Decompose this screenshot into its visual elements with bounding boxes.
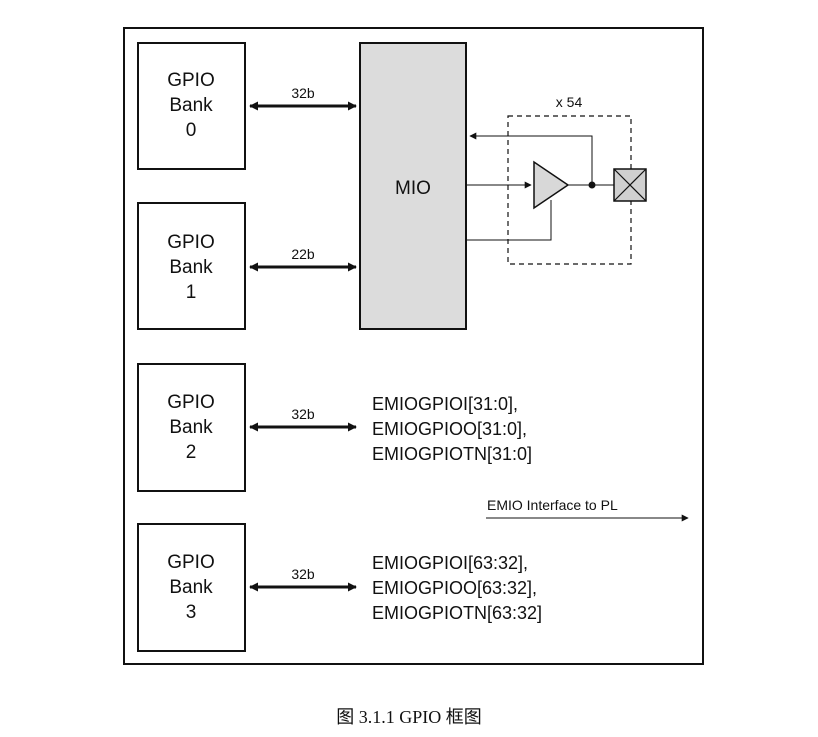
gpio-bank-1: GPIO Bank 1	[137, 202, 246, 330]
bank-3-signal-o: EMIOGPIOO[63:32],	[372, 578, 537, 598]
bank-label-line3: 0	[186, 120, 197, 141]
bank-box	[137, 42, 246, 170]
bank-label-line1: GPIO	[167, 392, 215, 413]
bank-0-bus-width-label: 32b	[291, 85, 315, 101]
outer-frame	[123, 27, 704, 665]
bank-label-line1: GPIO	[167, 552, 215, 573]
bank-label-line1: GPIO	[167, 70, 215, 91]
bank-label-line2: Bank	[169, 417, 213, 438]
tristate-buffer-icon	[533, 160, 570, 210]
bank-label-line2: Bank	[169, 257, 213, 278]
bank-label-line2: Bank	[169, 577, 213, 598]
bank-label-line3: 2	[186, 442, 197, 463]
bank-label-line3: 1	[186, 282, 197, 303]
bank-label-line3: 3	[186, 602, 197, 623]
bank-2-signal-i: EMIOGPIOI[31:0],	[372, 394, 518, 414]
bank-2-bus-width-label: 32b	[291, 406, 315, 422]
emio-interface-label: EMIO Interface to PL	[487, 497, 618, 513]
bank-box	[137, 202, 246, 330]
bank-3-signal-i: EMIOGPIOI[63:32],	[372, 553, 528, 573]
bank-2-signal-o: EMIOGPIOO[31:0],	[372, 419, 527, 439]
bank-1-bus-width-label: 22b	[291, 246, 315, 262]
bank-3-bus-width-label: 32b	[291, 566, 315, 582]
mio-block	[359, 42, 467, 330]
gpio-bank-0: GPIO Bank 0	[137, 42, 246, 170]
bank-2-signal-tn: EMIOGPIOTN[31:0]	[372, 444, 532, 464]
input-feedback-line	[469, 132, 593, 185]
bank-3-signal-tn: EMIOGPIOTN[63:32]	[372, 603, 542, 623]
bank-box	[137, 523, 246, 652]
gpio-bank-3: GPIO Bank 3	[137, 523, 246, 652]
bank-box	[137, 363, 246, 492]
io-pad-icon	[613, 168, 647, 202]
gpio-bank-2: GPIO Bank 2	[137, 363, 246, 492]
pin-group-dashed-box	[507, 115, 632, 265]
bank-label-line1: GPIO	[167, 232, 215, 253]
mio-label: MIO	[395, 178, 431, 199]
figure-caption: 图 3.1.1 GPIO 框图	[336, 707, 482, 727]
bank-label-line2: Bank	[169, 95, 213, 116]
pin-count-label: x 54	[556, 94, 583, 110]
output-enable-line	[466, 200, 552, 241]
